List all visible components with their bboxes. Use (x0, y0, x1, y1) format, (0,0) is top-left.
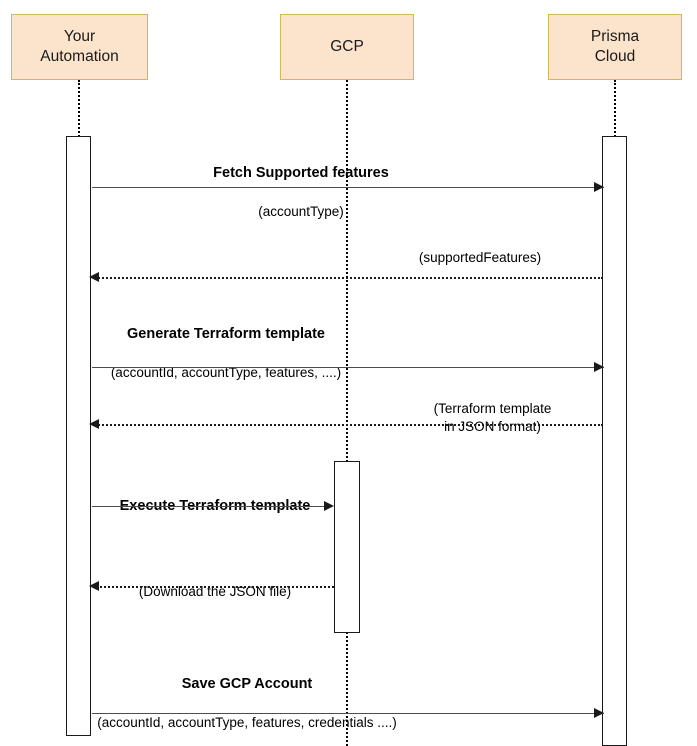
message-label-supported-features-return: (supportedFeatures) (340, 232, 620, 284)
activation-bar-gcp (334, 461, 360, 633)
message-line-4 (95, 424, 603, 426)
message-label-save-gcp-account: Save GCP Account (accountId, accountType… (92, 655, 402, 746)
activation-bar-prisma (602, 136, 627, 746)
message-title-1: Fetch Supported features (213, 165, 389, 182)
participant-box-gcp[interactable]: GCP (280, 14, 414, 80)
participant-label-gcp: GCP (330, 37, 364, 55)
message-arrowhead-1 (594, 182, 604, 192)
message-subtitle-6: (Download the JSON file) (138, 584, 292, 600)
message-line-6 (95, 586, 334, 588)
participant-label-prisma: Prisma Cloud (590, 27, 640, 65)
participant-label-automation: Your Automation (40, 27, 119, 65)
message-subtitle-1: (accountType) (258, 204, 344, 220)
message-label-terraform-template-return: (Terraform template in JSON format) (375, 380, 610, 455)
message-arrowhead-2 (89, 272, 99, 282)
participant-box-automation[interactable]: Your Automation (11, 14, 148, 80)
message-subtitle-3: (accountId, accountType, features, ....) (110, 365, 342, 381)
message-arrowhead-3 (594, 362, 604, 372)
lifeline-gcp (346, 80, 348, 746)
participant-box-prisma[interactable]: Prisma Cloud (548, 14, 682, 80)
message-line-2 (95, 277, 603, 279)
message-subtitle-7: (accountId, accountType, features, crede… (97, 715, 397, 731)
message-arrowhead-4 (89, 419, 99, 429)
message-subtitle-4: (Terraform template in JSON format) (433, 401, 552, 434)
message-line-5 (92, 506, 330, 507)
activation-bar-automation (66, 136, 91, 736)
message-line-1 (92, 187, 604, 188)
message-line-7 (92, 713, 604, 714)
lifeline-automation (78, 80, 80, 137)
lifeline-prisma (614, 80, 616, 137)
message-title-3: Generate Terraform template (127, 326, 325, 343)
message-subtitle-2: (supportedFeatures) (418, 250, 542, 266)
message-arrowhead-6 (89, 581, 99, 591)
message-arrowhead-7 (594, 708, 604, 718)
message-line-3 (92, 367, 604, 368)
message-label-generate-terraform-template: Generate Terraform template (accountId, … (96, 305, 356, 402)
message-label-download-json-file: (Download the JSON file) (96, 563, 334, 621)
message-title-7: Save GCP Account (181, 676, 313, 693)
message-label-fetch-supported-features: Fetch Supported features (accountType) (96, 144, 506, 241)
message-arrowhead-5 (324, 501, 334, 511)
